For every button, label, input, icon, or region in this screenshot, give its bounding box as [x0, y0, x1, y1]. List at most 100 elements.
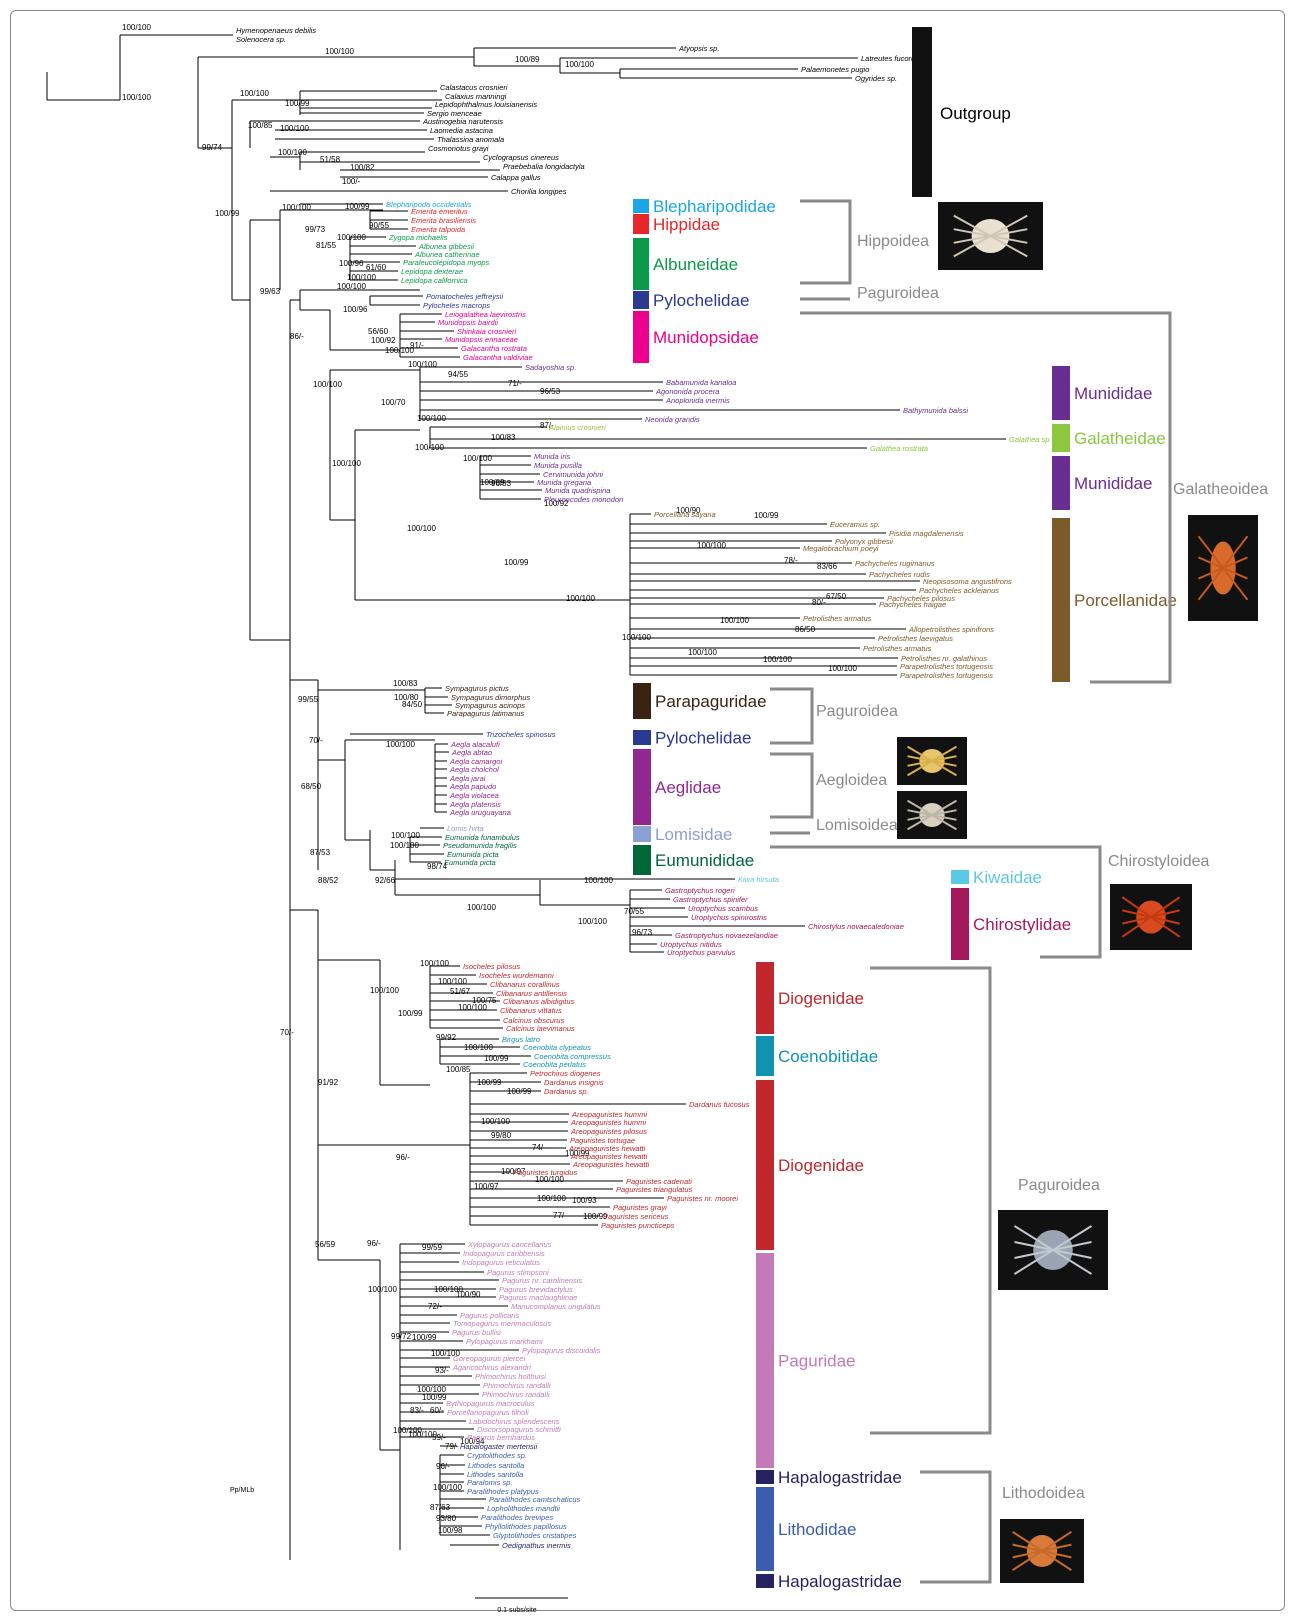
taxon-label: Iridopagurus reticulatus — [462, 1258, 540, 1267]
family-bar — [633, 311, 649, 363]
support-value: 100/97 — [474, 1182, 499, 1191]
taxon-label: Aegla alacalufi — [450, 740, 500, 749]
taxon-label: Aegla violacea — [449, 791, 499, 800]
taxon-label: Petrolisthes armatus — [863, 644, 932, 653]
family-bar — [1052, 518, 1070, 682]
support-value: 100/100 — [391, 831, 420, 840]
family-bar — [1052, 456, 1070, 510]
support-value: 100/70 — [381, 398, 406, 407]
support-value: 51/67 — [450, 987, 471, 996]
family-label: Munidopsidae — [653, 328, 759, 347]
support-value: 100/100 — [537, 1194, 566, 1203]
family-label: Munididae — [1074, 474, 1152, 493]
specimen-leg — [1150, 916, 1180, 925]
support-value: 100/100 — [386, 740, 415, 749]
support-value: 96/- — [436, 1462, 450, 1471]
taxon-label: Pagurus pollicaris — [460, 1311, 519, 1320]
support-value: 96/- — [367, 1239, 381, 1248]
figure-frame — [10, 10, 1285, 1611]
family-bar — [633, 845, 651, 875]
support-value: 100/100 — [467, 903, 496, 912]
support-value: 100/100 — [481, 1117, 510, 1126]
taxon-label: Lepidopa dexterae — [401, 267, 463, 276]
family-bar — [633, 199, 649, 213]
taxon-label: Cosmonotus grayi — [428, 144, 489, 153]
taxon-label: Isocheles pilosus — [463, 962, 520, 971]
specimen-leg — [1012, 1543, 1043, 1552]
superfamily-label: Lithodoidea — [1002, 1485, 1085, 1502]
taxon-label: Labidochirus splendescens — [469, 1417, 560, 1426]
taxon-label: Leiogalathea laevirostris — [445, 310, 526, 319]
specimen-leg — [1222, 535, 1249, 569]
taxon-label: Areopaguristes hummi — [571, 1110, 647, 1119]
family-bar — [633, 749, 651, 825]
taxon-label: Hymenopenaeus debilis — [236, 26, 316, 35]
support-value: 100/100 — [763, 655, 792, 664]
taxon-label: Parapetrolisthes tortugensis — [900, 671, 993, 680]
taxon-label: Lepidophthalmus louisianensis — [435, 100, 537, 109]
specimen-leg — [1013, 1225, 1054, 1251]
support-value: 100/96 — [339, 259, 364, 268]
taxon-label: Chorilia longipes — [511, 187, 567, 196]
family-label: Porcellanidae — [1074, 591, 1177, 610]
specimen-leg — [931, 760, 957, 767]
taxon-label: Coenobita clypeatus — [523, 1043, 591, 1052]
taxon-label: Calappa gallus — [491, 173, 541, 182]
support-value: 100/100 — [415, 443, 444, 452]
specimen-leg — [1012, 1550, 1043, 1572]
support-value: 67/50 — [826, 592, 847, 601]
support-value: 100/92 — [371, 336, 396, 345]
specimen-leg — [906, 760, 933, 777]
support-value: 100/99 — [583, 1212, 608, 1221]
taxon-label: Pseudomunida fragilis — [443, 841, 517, 850]
taxon-label: Aegla uruguayana — [449, 808, 511, 817]
taxon-label: Paguristes puncticeps — [601, 1221, 675, 1230]
taxon-label: Euceramus sp. — [830, 520, 880, 529]
family-label: Diogenidae — [778, 989, 864, 1008]
taxon-label: Calcinus obscurus — [503, 1016, 565, 1025]
taxon-label: Phimochirus randalli — [482, 1390, 550, 1399]
legend-label: Pp/MLb — [230, 1487, 254, 1494]
taxon-label: Babamunida kanaloa — [666, 378, 736, 387]
taxon-label: Lopholithodes mandtii — [487, 1504, 560, 1513]
family-label: Aeglidae — [655, 778, 721, 797]
support-value: 100/100 — [434, 1285, 463, 1294]
support-value: 91/- — [410, 341, 424, 350]
taxon-label: Trizocheles spinosus — [486, 730, 556, 739]
taxon-label: Neonida grandis — [645, 415, 700, 424]
support-value: 100/100 — [578, 917, 607, 926]
support-values: 100/100100/100100/89100/10099/74100/1001… — [122, 23, 857, 1535]
taxon-label: Paraleucolepidopa myops — [403, 258, 490, 267]
taxon-label: Munidopsis ennaceae — [445, 335, 518, 344]
taxon-label: Aegla abtao — [451, 748, 492, 757]
family-bar — [756, 1080, 774, 1250]
support-value: 92/66 — [375, 876, 396, 885]
taxon-label: Aegla papudo — [449, 782, 496, 791]
taxon-label: Sadayoshia sp. — [525, 363, 576, 372]
family-label: Albuneidae — [653, 255, 738, 274]
taxon-label: Pachycheles haigae — [879, 600, 946, 609]
taxon-label: Paguristes tortugae — [570, 1136, 635, 1145]
taxon-label: Solenocera sp. — [236, 35, 286, 44]
taxon-label: Uroptychus scambus — [688, 904, 758, 913]
taxon-label: Areopaguristes hewatti — [568, 1144, 646, 1153]
family-label: Lomisidae — [655, 825, 733, 844]
support-value: 56/59 — [315, 1240, 336, 1249]
taxon-label: Paralithodes brevipes — [481, 1513, 553, 1522]
taxon-label: Emerita brasiliensis — [411, 216, 476, 225]
taxon-label: Areopaguristes hewatti — [572, 1160, 650, 1169]
taxon-label: Clibanarus vittatus — [500, 1006, 562, 1015]
family-bar — [633, 826, 651, 842]
taxon-label: Anoplonida inermis — [665, 396, 730, 405]
taxon-label: Allopetrolisthes spinifrons — [908, 625, 994, 634]
support-value: 100/100 — [535, 1175, 564, 1184]
taxon-label: Goreopagurus piercei — [453, 1354, 525, 1363]
taxon-label: Agononida procera — [655, 387, 719, 396]
specimen-leg — [1041, 1530, 1072, 1552]
support-value: 100/99 — [565, 1149, 590, 1158]
support-value: 94/55 — [448, 370, 469, 379]
specimen-photos — [897, 202, 1258, 1583]
taxon-label: Porcellanopagurus filholi — [447, 1408, 529, 1417]
superfamily-bracket — [800, 311, 1172, 684]
